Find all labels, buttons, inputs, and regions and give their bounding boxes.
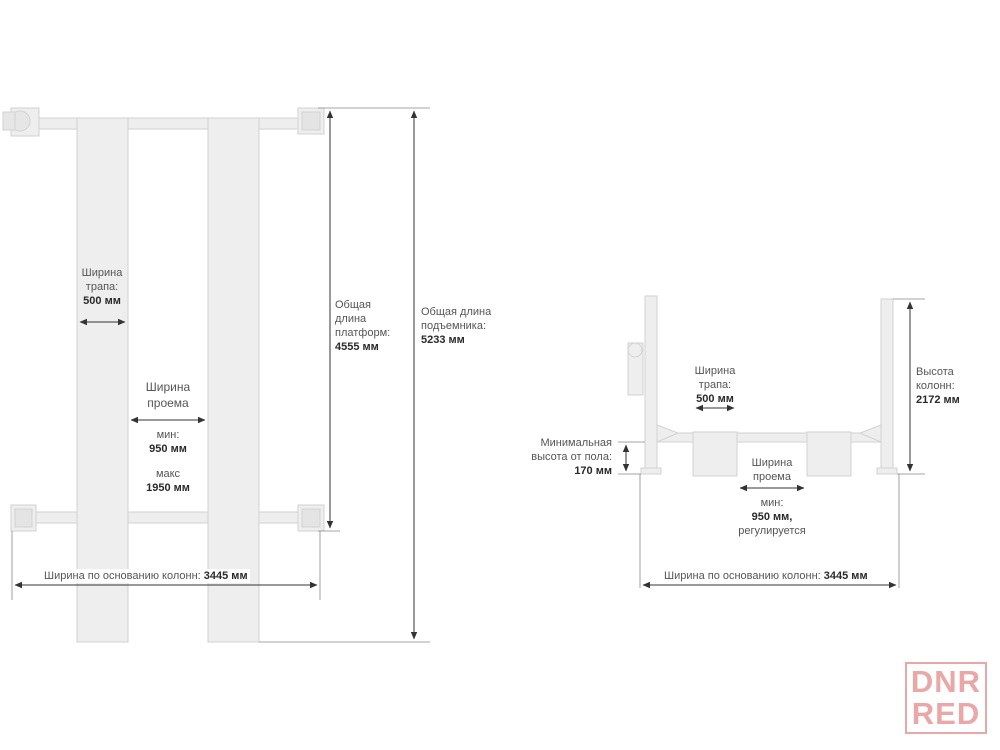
front-view-dimensions xyxy=(618,298,925,589)
ramp-width-caption: Ширина трапа: xyxy=(81,267,123,293)
min-height-value: 170 мм xyxy=(574,465,612,477)
watermark-line2: RED xyxy=(911,696,981,731)
front-opening-note: регулируется xyxy=(738,525,806,537)
front-base-width-value: 3445 мм xyxy=(823,570,868,582)
top-crossbeam xyxy=(29,117,306,130)
column-height-value: 2172 мм xyxy=(916,394,960,406)
dnr-red-watermark-logo: DNR RED xyxy=(905,662,987,734)
front-opening-min-caption: мин: xyxy=(760,497,784,509)
platform-length-caption: Общая длина платформ: xyxy=(335,299,391,339)
column-inner-detail xyxy=(301,111,321,131)
base-width-value: 3445 мм xyxy=(203,570,248,582)
top-ramp-width-label: Ширина трапа: 500 мм xyxy=(66,266,138,308)
min-height-caption: Минимальная высота от пола: xyxy=(531,437,612,463)
lift-length-caption: Общая длина подъемника: xyxy=(421,306,492,332)
front-base-width-caption: Ширина по основанию колонн: xyxy=(664,570,821,582)
bottom-crossbeam xyxy=(21,511,308,524)
top-opening-min-label: мин: 950 мм xyxy=(128,428,208,456)
top-opening-width-label: Ширина проема xyxy=(128,379,208,411)
front-view xyxy=(627,295,898,477)
front-ramp-width-caption: Ширина трапа: xyxy=(694,365,736,391)
right-runway xyxy=(207,117,260,643)
column-inner-detail xyxy=(14,508,33,528)
front-right-runway xyxy=(806,431,852,477)
opening-min-caption: мин: xyxy=(156,429,180,441)
opening-max-caption: макс xyxy=(155,468,181,480)
platform-length-value: 4555 мм xyxy=(335,341,379,353)
opening-min-value: 950 мм xyxy=(149,443,187,455)
front-motor-head xyxy=(627,342,643,358)
opening-max-value: 1950 мм xyxy=(146,482,190,494)
top-opening-max-label: макс 1950 мм xyxy=(128,467,208,495)
opening-width-caption: Ширина проема xyxy=(145,380,191,410)
min-height-label: Минимальная высота от пола: 170 мм xyxy=(520,436,612,478)
front-ramp-width-value: 500 мм xyxy=(696,393,734,405)
column-base-plate xyxy=(640,467,662,475)
top-view-dimensions xyxy=(11,107,430,643)
column-height-label: Высота колонн: 2172 мм xyxy=(916,365,986,407)
front-opening-width-caption: Ширина проема xyxy=(748,456,796,484)
lift-length-value: 5233 мм xyxy=(421,334,465,346)
front-opening-width-label: Ширина проема xyxy=(737,456,807,484)
platform-length-label: Общая длина платформ: 4555 мм xyxy=(335,298,410,354)
front-base-width-label: Ширина по основанию колонн: 3445 мм xyxy=(662,569,870,583)
lift-length-label: Общая длина подъемника: 5233 мм xyxy=(421,305,511,347)
column-inner-detail xyxy=(301,508,321,528)
base-width-caption: Ширина по основанию колонн: xyxy=(44,570,201,582)
top-base-width-label: Ширина по основанию колонн: 3445 мм xyxy=(42,569,250,583)
left-runway xyxy=(76,117,129,643)
front-left-column xyxy=(644,295,658,475)
front-ramp-width-label: Ширина трапа: 500 мм xyxy=(685,364,745,406)
ramp-width-value: 500 мм xyxy=(83,295,121,307)
right-bracket xyxy=(858,424,882,443)
front-left-runway xyxy=(692,431,738,477)
watermark-line1: DNR xyxy=(910,664,982,699)
front-opening-min-label: мин: 950 мм, регулируется xyxy=(722,496,822,538)
column-height-caption: Высота колонн: xyxy=(916,366,955,392)
column-base-plate xyxy=(876,467,898,475)
left-bracket xyxy=(656,424,680,443)
front-right-column xyxy=(880,298,894,475)
top-view xyxy=(2,107,325,643)
front-opening-min-value: 950 мм, xyxy=(751,511,793,523)
motor-housing xyxy=(2,111,16,131)
